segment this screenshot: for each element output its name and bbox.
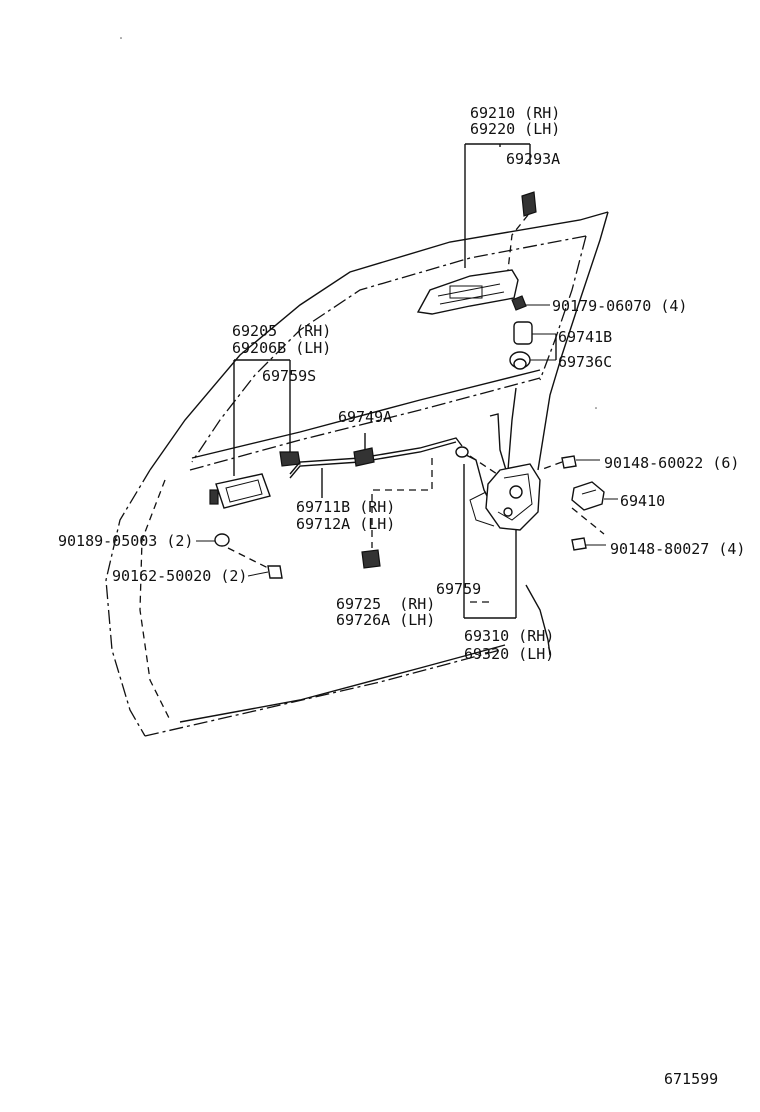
inside-handle-clip-icon (279, 451, 301, 467)
outside-handle-group (416, 143, 557, 370)
striker-icon (571, 481, 605, 511)
label-clip-screw: 90189-05003 (2) (58, 532, 193, 550)
door-lock-icon (469, 463, 541, 531)
label-inside-handle-rh: 69205 (RH) (232, 322, 331, 340)
label-rod-rh: 69711B (RH) (296, 498, 395, 516)
label-link-lh: 69726A (LH) (336, 611, 435, 629)
handle-bolt-icon (511, 295, 527, 311)
label-cylinder-grommet: 69736C (558, 353, 612, 371)
handle-clip-icon (521, 191, 537, 217)
lock-screw-icon (561, 455, 577, 469)
label-handle-screw: 90162-50020 (2) (112, 567, 247, 585)
handle-screw-icon (247, 565, 283, 579)
label-striker: 69410 (620, 492, 665, 510)
label-striker-screw: 90148-80027 (4) (610, 540, 745, 558)
label-outside-handle-lh: 69220 (LH) (470, 120, 560, 138)
part-labels: 69210 (RH) 69220 (LH) 69293A 90179-06070… (58, 104, 745, 1088)
cylinder-cap-icon (513, 321, 533, 345)
label-rod-clip: 69759 (436, 580, 481, 598)
label-handle-clip: 69293A (506, 150, 560, 168)
scan-mark (595, 407, 597, 409)
label-lock-assy-rh: 69310 (RH) (464, 627, 554, 645)
inside-handle-group (196, 359, 301, 579)
striker-screw-icon (571, 537, 587, 551)
label-cylinder-cap: 69741B (558, 328, 612, 346)
label-lock-screw: 90148-60022 (6) (604, 454, 739, 472)
diagram-number: 671599 (664, 1070, 718, 1088)
label-rod-lh: 69712A (LH) (296, 515, 395, 533)
door-lock-assembly-group (455, 387, 618, 619)
cable-clamp-icon (353, 447, 375, 467)
clip-screw-icon (196, 533, 230, 547)
label-cable-clamp: 69749A (338, 408, 392, 426)
label-inside-handle-lh: 69206B (LH) (232, 339, 331, 357)
label-lock-assy-lh: 69320 (LH) (464, 645, 554, 663)
label-outside-handle-rh: 69210 (RH) (470, 104, 560, 122)
outside-handle-icon (416, 269, 519, 315)
cylinder-grommet-icon (509, 351, 531, 370)
label-link-rh: 69725 (RH) (336, 595, 435, 613)
door-outline (105, 211, 609, 737)
inside-handle-icon (209, 473, 271, 509)
scan-mark (120, 37, 122, 39)
label-handle-bolt: 90179-06070 (4) (552, 297, 687, 315)
label-inside-handle-clip: 69759S (262, 367, 316, 385)
rod-cable-group (289, 433, 463, 569)
link-icon (361, 549, 381, 569)
